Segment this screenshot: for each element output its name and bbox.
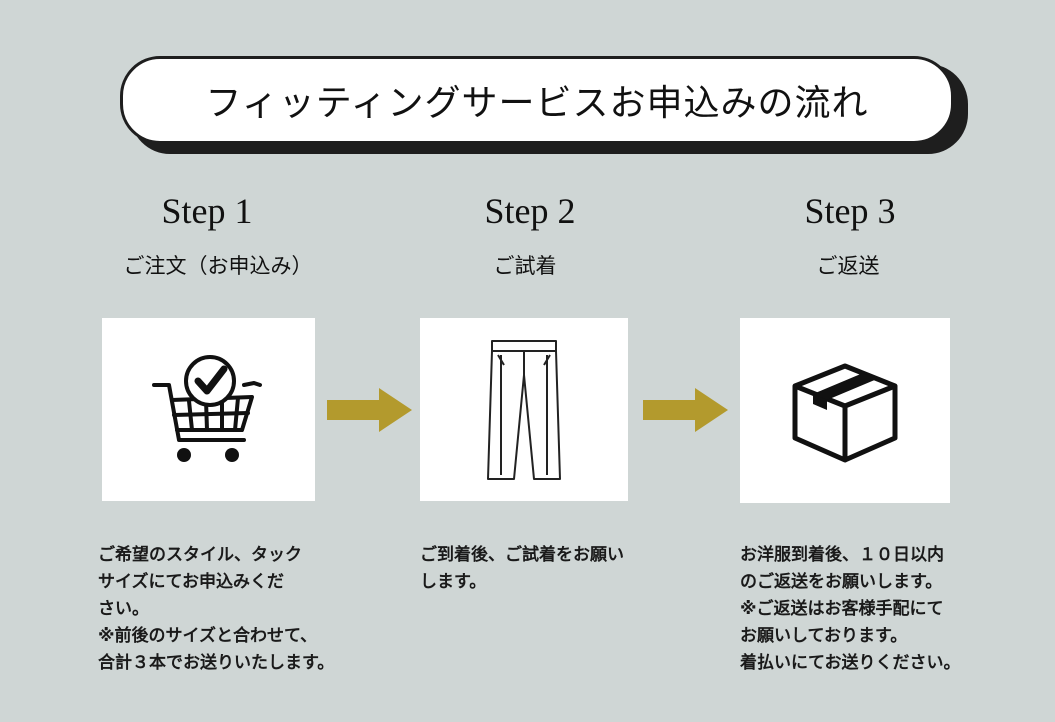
arrow-right-icon xyxy=(327,388,412,432)
step-2-label: Step 2 xyxy=(484,191,576,231)
step-1-card xyxy=(102,318,315,501)
shopping-cart-check-icon xyxy=(151,354,262,462)
step-3-subtitle: ご返送 xyxy=(816,254,880,278)
step-1-description: ご希望のスタイル、タック サイズにてお申込みくだ さい。 ※前後のサイズと合わせ… xyxy=(98,545,335,673)
trousers-icon xyxy=(487,339,561,480)
step-3-label: Step 3 xyxy=(804,191,896,231)
step-3-description: お洋服到着後、１０日以内 のご返送をお願いします。 ※ご返送はお客様手配にて お… xyxy=(740,545,961,673)
page-title: フィッティングサービスお申込みの流れ xyxy=(120,56,954,144)
step-2-description: ご到着後、ご試着をお願い します。 xyxy=(420,545,624,592)
shipping-box-icon xyxy=(792,363,898,462)
step-1-subtitle: ご注文（お申込み） xyxy=(123,254,313,278)
step-3-card xyxy=(740,318,950,503)
step-2-card xyxy=(420,318,628,501)
step-1-label: Step 1 xyxy=(161,191,253,231)
arrow-right-icon xyxy=(643,388,728,432)
step-2-subtitle: ご試着 xyxy=(493,254,557,278)
